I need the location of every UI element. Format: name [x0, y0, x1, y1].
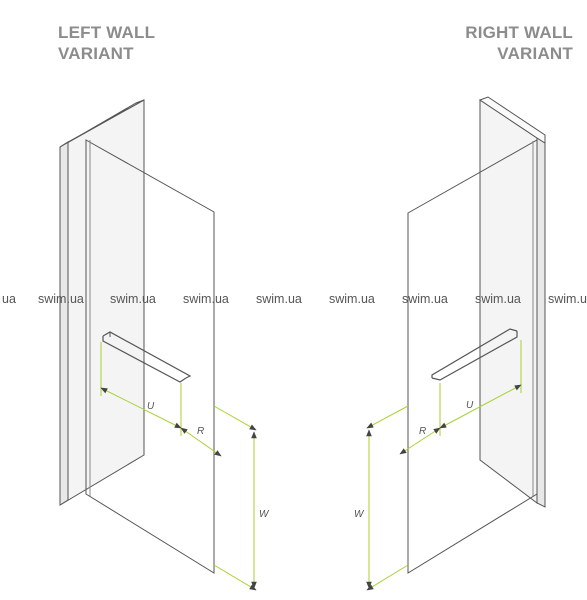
left-dimensions: [100, 342, 257, 591]
watermark-text: swim.ua: [256, 292, 302, 306]
watermark-text: swim.ua: [183, 292, 229, 306]
watermark-text: ua: [2, 292, 16, 306]
right-r-dimension-line: [399, 427, 441, 455]
right-r-label: R: [419, 426, 426, 437]
right-w-dimension-line: [366, 405, 409, 429]
watermark-text: swim.u: [548, 292, 587, 306]
watermark-text: swim.ua: [329, 292, 375, 306]
left-u-dimension-line: [100, 387, 182, 429]
left-u-label: U: [147, 401, 155, 412]
right-w-dimension-bottom: [366, 564, 409, 591]
left-variant-drawing: [59, 99, 215, 574]
watermark-text: swim.ua: [38, 292, 84, 306]
left-w-dimension-bottom: [213, 564, 257, 591]
right-u-label: U: [466, 400, 474, 411]
left-glass-panel: [85, 139, 215, 574]
left-heading-line-2: VARIANT: [58, 44, 134, 63]
watermark-text: swim.ua: [110, 292, 156, 306]
left-r-label: R: [197, 426, 204, 437]
right-w-label: W: [354, 509, 365, 520]
right-heading-line-1: RIGHT WALL: [465, 23, 573, 42]
watermark-text: swim.ua: [402, 292, 448, 306]
right-u-dimension-line: [439, 384, 522, 429]
right-towel-bar: [431, 328, 518, 381]
left-w-label: W: [259, 509, 270, 520]
left-wall-variant-heading: LEFT WALL VARIANT: [58, 22, 155, 64]
right-variant-drawing: [407, 96, 546, 574]
left-w-dimension-line: [213, 405, 257, 431]
right-heading-line-2: VARIANT: [497, 44, 573, 63]
watermark-row: ua swim.ua swim.ua swim.ua swim.ua swim.…: [2, 292, 587, 306]
right-dimensions: [366, 340, 522, 591]
left-r-dimension-line: [180, 427, 222, 457]
right-wall-variant-heading: RIGHT WALL VARIANT: [465, 22, 573, 64]
watermark-text: swim.ua: [475, 292, 521, 306]
left-heading-line-1: LEFT WALL: [58, 23, 156, 42]
left-towel-bar: [102, 331, 192, 383]
